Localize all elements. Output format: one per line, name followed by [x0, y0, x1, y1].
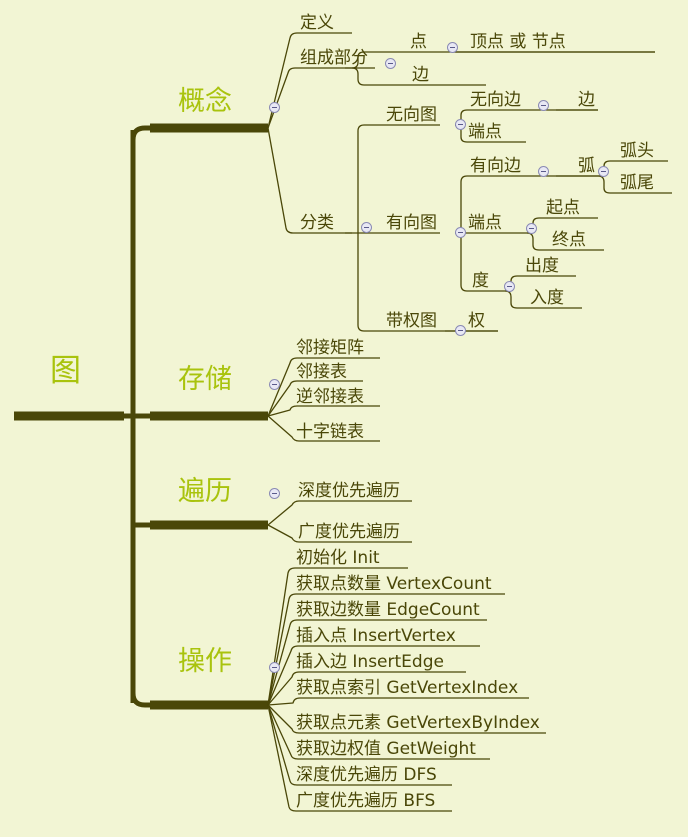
node-label-adjacency-matrix[interactable]: 邻接矩阵 [296, 338, 364, 358]
node-label-in-degree[interactable]: 入度 [530, 288, 564, 308]
node-label-inverse-adjacency-list[interactable]: 逆邻接表 [296, 387, 364, 407]
op-line-5 [267, 697, 529, 706]
node-label-op-vertexcount[interactable]: 获取点数量 VertexCount [296, 574, 492, 594]
node-label-arc[interactable]: 弧 [578, 156, 595, 176]
node-label-op-edgecount[interactable]: 获取边数量 EdgeCount [296, 600, 480, 620]
op-line-1 [267, 593, 505, 706]
storage-to-matrix [267, 357, 380, 417]
node-label-degree[interactable]: 度 [472, 271, 489, 291]
collapse-icon-point[interactable] [447, 42, 458, 53]
node-label-op-getweight[interactable]: 获取边权值 GetWeight [296, 739, 476, 759]
collapse-icon-storage[interactable] [269, 379, 280, 390]
collapse-icon-weighted-graph[interactable] [455, 325, 466, 336]
node-label-directed-graph[interactable]: 有向图 [386, 213, 437, 233]
classification-to-weighted [357, 233, 498, 332]
op-line-8 [267, 704, 452, 786]
trunk-corner-bottom [130, 692, 152, 708]
traversal-to-bfs [267, 524, 412, 543]
concept-to-composition [267, 67, 375, 129]
node-label-op-insertedge[interactable]: 插入边 InsertEdge [296, 652, 444, 672]
node-label-definition[interactable]: 定义 [300, 13, 334, 33]
op-line-7 [267, 704, 490, 760]
concept-to-definition [267, 32, 352, 129]
op-line-2 [267, 619, 487, 706]
collapse-icon-concept[interactable] [269, 102, 280, 113]
directed-to-degree [460, 233, 505, 292]
collapse-icon-directed-graph[interactable] [455, 227, 466, 238]
node-label-adjacency-list[interactable]: 邻接表 [296, 362, 347, 382]
branch-label-operations[interactable]: 操作 [178, 646, 232, 677]
node-label-op-init[interactable]: 初始化 Init [296, 548, 380, 568]
storage-to-adjlist [267, 380, 363, 417]
collapse-icon-undirected-graph[interactable] [455, 119, 466, 130]
concept-to-classification [267, 127, 352, 234]
classification-to-undirected [345, 124, 440, 234]
node-label-point[interactable]: 点 [410, 32, 427, 52]
collapse-icon-directed-edge[interactable] [538, 166, 549, 177]
op-line-3 [267, 645, 480, 706]
node-label-bfs-traversal[interactable]: 广度优先遍历 [298, 522, 400, 542]
node-label-endpoint-undirected[interactable]: 端点 [468, 122, 502, 142]
node-label-undirected-graph[interactable]: 无向图 [386, 105, 437, 125]
node-label-start-point[interactable]: 起点 [546, 198, 580, 218]
node-label-undirected-edge[interactable]: 无向边 [470, 90, 521, 110]
collapse-icon-arc[interactable] [598, 166, 609, 177]
node-label-orthogonal-list[interactable]: 十字链表 [296, 422, 364, 442]
node-label-dfs-traversal[interactable]: 深度优先遍历 [298, 481, 400, 501]
collapse-icon-degree[interactable] [504, 281, 515, 292]
node-label-weighted-graph[interactable]: 带权图 [386, 311, 437, 331]
op-line-0 [267, 567, 408, 706]
trunk-corner-top [130, 125, 152, 141]
node-label-directed-edge[interactable]: 有向边 [470, 156, 521, 176]
composition-to-edge [351, 67, 486, 86]
node-label-endpoint-directed[interactable]: 端点 [468, 213, 502, 233]
node-label-edge-comp[interactable]: 边 [412, 65, 429, 85]
node-label-arc-head[interactable]: 弧头 [620, 141, 654, 161]
node-label-edge-undirected[interactable]: 边 [578, 90, 595, 110]
node-label-classification[interactable]: 分类 [300, 213, 334, 233]
storage-to-orthlist [267, 415, 380, 442]
node-label-op-getvertexbyindex[interactable]: 获取点元素 GetVertexByIndex [296, 713, 540, 733]
collapse-icon-classification[interactable] [361, 222, 372, 233]
branch-label-storage[interactable]: 存储 [178, 364, 232, 395]
collapse-icon-composition[interactable] [385, 58, 396, 69]
node-label-arc-tail[interactable]: 弧尾 [620, 173, 654, 193]
node-label-op-dfs[interactable]: 深度优先遍历 DFS [296, 765, 437, 785]
collapse-icon-traversal[interactable] [269, 488, 280, 499]
op-line-4 [267, 671, 466, 706]
storage-to-revadjlist [267, 405, 380, 417]
op-line-6 [267, 704, 546, 734]
node-label-op-bfs[interactable]: 广度优先遍历 BFS [296, 791, 436, 811]
collapse-icon-undirected-edge[interactable] [538, 100, 549, 111]
node-label-op-insertvertex[interactable]: 插入点 InsertVertex [296, 626, 456, 646]
collapse-icon-operations[interactable] [269, 662, 280, 673]
root-node-label[interactable]: 图 [50, 353, 81, 389]
traversal-to-dfs [267, 500, 412, 526]
node-label-out-degree[interactable]: 出度 [525, 256, 559, 276]
node-label-end-point[interactable]: 终点 [552, 230, 586, 250]
node-label-op-getvertexindex[interactable]: 获取点索引 GetVertexIndex [296, 678, 519, 698]
branch-label-concept[interactable]: 概念 [178, 86, 232, 117]
branch-label-traversal[interactable]: 遍历 [178, 476, 232, 507]
collapse-icon-endpoint-directed[interactable] [526, 223, 537, 234]
node-label-weight[interactable]: 权 [468, 311, 485, 331]
node-label-composition[interactable]: 组成部分 [300, 48, 368, 68]
op-line-9 [267, 704, 452, 812]
node-label-vertex-names[interactable]: 顶点 或 节点 [470, 32, 566, 52]
directed-to-directededge [455, 175, 598, 234]
